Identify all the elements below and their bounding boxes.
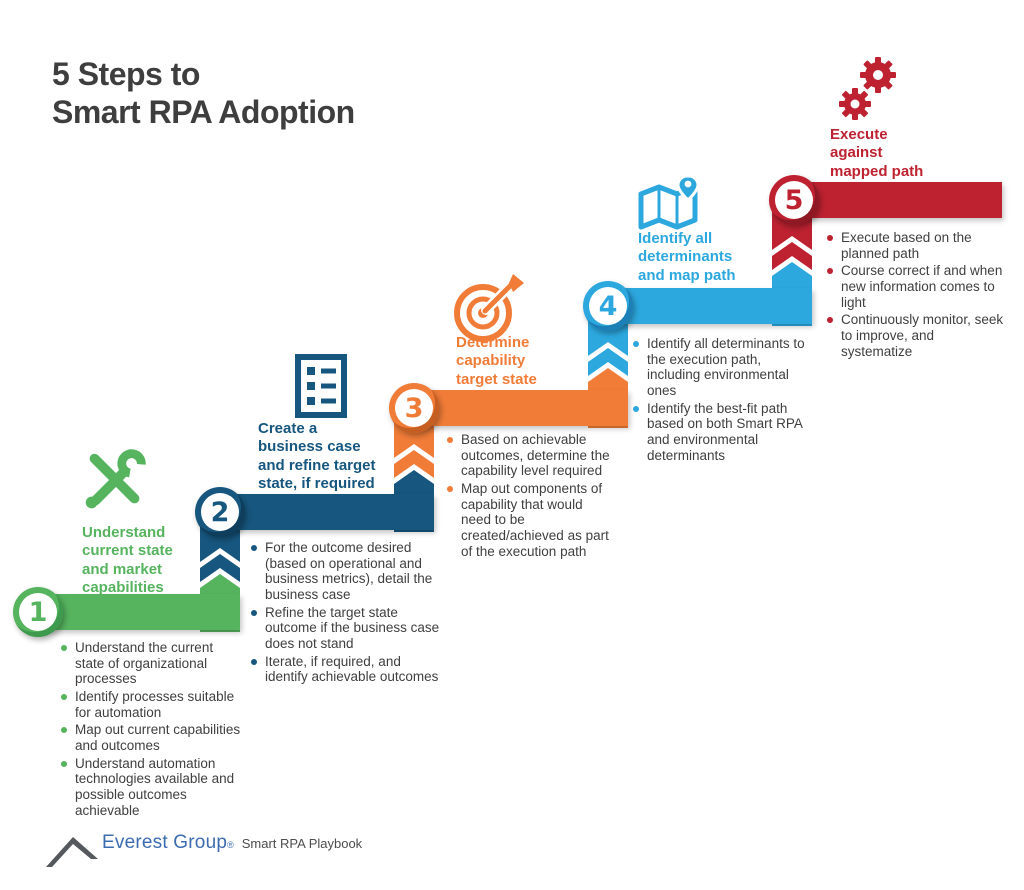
step-riser	[394, 470, 434, 532]
bullet-item: For the outcome desired (based on operat…	[250, 540, 442, 603]
step-bullets: Understand the current state of organiza…	[60, 640, 242, 820]
bullet-item: Identify all determinants to the executi…	[632, 336, 812, 399]
step-riser	[200, 574, 240, 632]
ribbon-chevron	[394, 450, 434, 478]
step-number: 1	[28, 596, 48, 628]
step-badge: 4	[583, 281, 633, 331]
step-number: 4	[598, 290, 618, 322]
step-number: 2	[210, 496, 230, 528]
step-title: Execute against mapped path	[830, 126, 924, 180]
step-badge: 5	[769, 175, 819, 225]
step-bar	[38, 594, 240, 630]
step-riser	[588, 368, 628, 428]
step-bullets: For the outcome desired (based on operat…	[250, 540, 442, 687]
mountain-icon	[46, 832, 98, 868]
step-bar	[794, 182, 1002, 218]
ribbon-chevron	[588, 348, 628, 376]
step-title: Determine capability target state	[456, 334, 537, 388]
bullet-item: Execute based on the planned path	[826, 230, 1006, 261]
ribbon-notch	[772, 210, 812, 250]
bullet-item: Identify processes suitable for automati…	[60, 689, 242, 720]
brand-name: Everest Group	[102, 832, 228, 853]
step-bar	[220, 494, 434, 530]
bullet-item: Iterate, if required, and identify achie…	[250, 654, 442, 685]
step-bullets: Identify all determinants to the executi…	[632, 336, 812, 465]
registered-mark: ®	[227, 840, 234, 850]
ribbon-chevron	[200, 554, 240, 582]
bullet-item: Understand automation technologies avail…	[60, 756, 242, 819]
map-icon	[636, 174, 710, 236]
step-bar	[414, 390, 628, 426]
step-riser	[772, 262, 812, 326]
step-badge: 1	[13, 587, 63, 637]
step-number: 5	[784, 184, 804, 216]
step-badge: 3	[389, 383, 439, 433]
step-badge: 2	[195, 487, 245, 537]
target-icon	[450, 270, 526, 344]
page-title: 5 Steps to Smart RPA Adoption	[52, 56, 355, 130]
bullet-item: Identify the best-fit path based on both…	[632, 401, 812, 464]
brand-logo: Everest Group ® Smart RPA Playbook	[46, 832, 362, 868]
bullet-item: Course correct if and when new informati…	[826, 263, 1006, 310]
step-bar	[608, 288, 812, 324]
step-number: 3	[404, 392, 424, 424]
tools-icon	[76, 442, 154, 520]
bullet-item: Continuously monitor, seek to improve, a…	[826, 312, 1006, 359]
step-title: Identify all determinants and map path	[638, 230, 736, 284]
bullet-item: Understand the current state of organiza…	[60, 640, 242, 687]
gears-icon	[836, 56, 900, 124]
checklist-icon	[294, 354, 348, 418]
bullet-item: Map out components of capability that wo…	[446, 481, 614, 559]
ribbon-notch	[588, 316, 628, 356]
bullet-item: Based on achievable outcomes, determine …	[446, 432, 614, 479]
ribbon-notch	[200, 522, 240, 562]
ribbon-notch	[394, 418, 434, 458]
bullet-item: Map out current capabilities and outcome…	[60, 722, 242, 753]
ribbon-chevron	[772, 242, 812, 270]
step-title: Understand current state and market capa…	[82, 524, 173, 596]
bullet-item: Refine the target state outcome if the b…	[250, 605, 442, 652]
playbook-label: Smart RPA Playbook	[241, 836, 363, 851]
step-title: Create a business case and refine target…	[258, 420, 376, 492]
step-bullets: Based on achievable outcomes, determine …	[446, 432, 614, 561]
